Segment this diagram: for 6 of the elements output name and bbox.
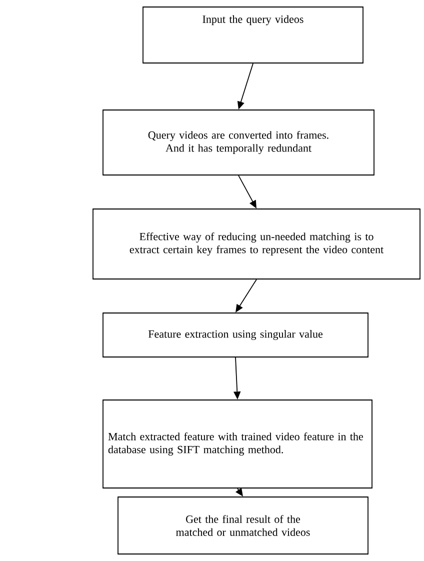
process-box: Feature extraction using singular value: [102, 312, 368, 358]
process-box: Match extracted feature with trained video feature in the database using SIFT matching method.: [102, 400, 372, 488]
process-box: Query videos are converted into frames. And it has temporally redundant: [102, 110, 374, 176]
process-box: Effective way of reducing un-needed matching is to extract certain key frames to represent the video content: [92, 208, 420, 280]
process-box: Get the final result of the matched or unmatched videos: [118, 496, 368, 554]
process-box: Input the query videos: [142, 6, 364, 64]
